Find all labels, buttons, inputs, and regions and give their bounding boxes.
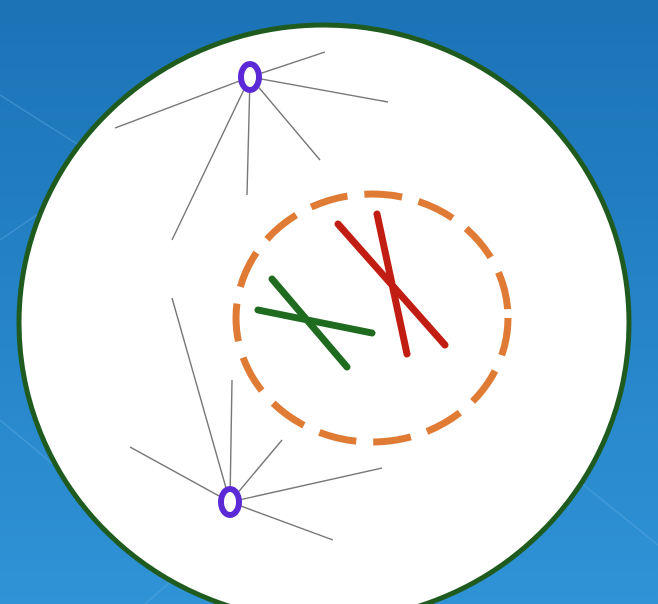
centrosome-top [241, 64, 259, 90]
cell-membrane [19, 25, 629, 604]
centrosome-bottom [221, 489, 239, 515]
